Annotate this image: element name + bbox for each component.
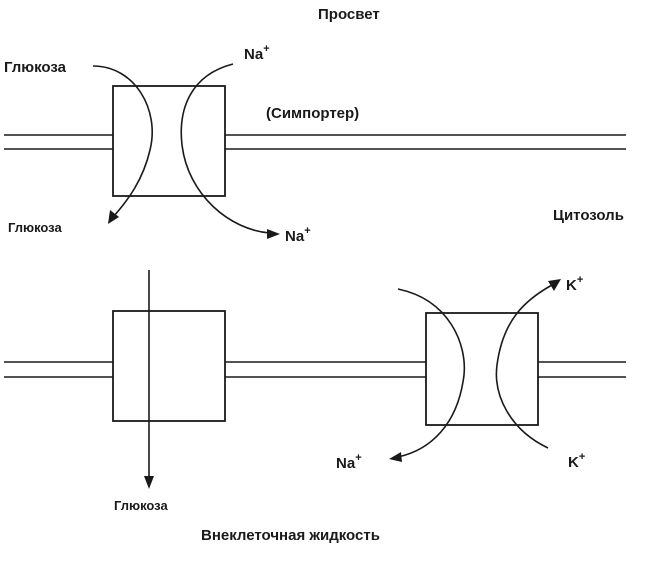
na-top-sup: + <box>263 43 269 55</box>
symporter-glucose-path <box>92 65 153 217</box>
symporter-na-arrowhead <box>267 229 280 239</box>
pump-na-path <box>397 288 466 458</box>
apical-membrane <box>4 134 626 150</box>
glucose-bottom-label: Глюкоза <box>114 498 168 513</box>
na-mid-sup: + <box>304 225 310 237</box>
pump-na-arrowhead <box>389 452 402 462</box>
na-top-label: Na+ <box>244 43 270 63</box>
k-top-base: K <box>566 277 577 294</box>
symporter-label: (Симпортер) <box>266 105 359 122</box>
na-pump-sup: + <box>355 452 361 464</box>
na-pump-base: Na <box>336 455 356 472</box>
na-mid-base: Na <box>285 228 305 245</box>
glucose-out-label: Глюкоза <box>8 220 62 235</box>
na-mid-label: Na+ <box>285 225 311 245</box>
k-bottom-sup: + <box>579 451 585 463</box>
lumen-label: Просвет <box>318 6 380 23</box>
symporter-na-path <box>180 63 271 234</box>
basolateral-membrane <box>4 361 626 378</box>
cytosol-label: Цитозоль <box>553 207 624 224</box>
symporter-box <box>112 85 226 197</box>
k-bottom-label: K+ <box>568 451 585 471</box>
na-top-base: Na <box>244 46 264 63</box>
glucose-transport-arrowhead <box>144 476 154 489</box>
pump-k-path <box>495 284 553 449</box>
k-top-sup: + <box>577 274 583 286</box>
symporter-glucose-arrowhead <box>108 210 119 224</box>
pump-k-arrowhead <box>548 279 561 291</box>
glucose-in-label: Глюкоза <box>4 59 67 76</box>
na-pump-label: Na+ <box>336 452 362 472</box>
na-k-pump-box <box>425 312 539 426</box>
k-bottom-base: K <box>568 454 579 471</box>
extracellular-label: Внеклеточная жидкость <box>201 527 380 544</box>
k-top-label: K+ <box>566 274 583 294</box>
glucose-transporter-box <box>112 310 226 422</box>
